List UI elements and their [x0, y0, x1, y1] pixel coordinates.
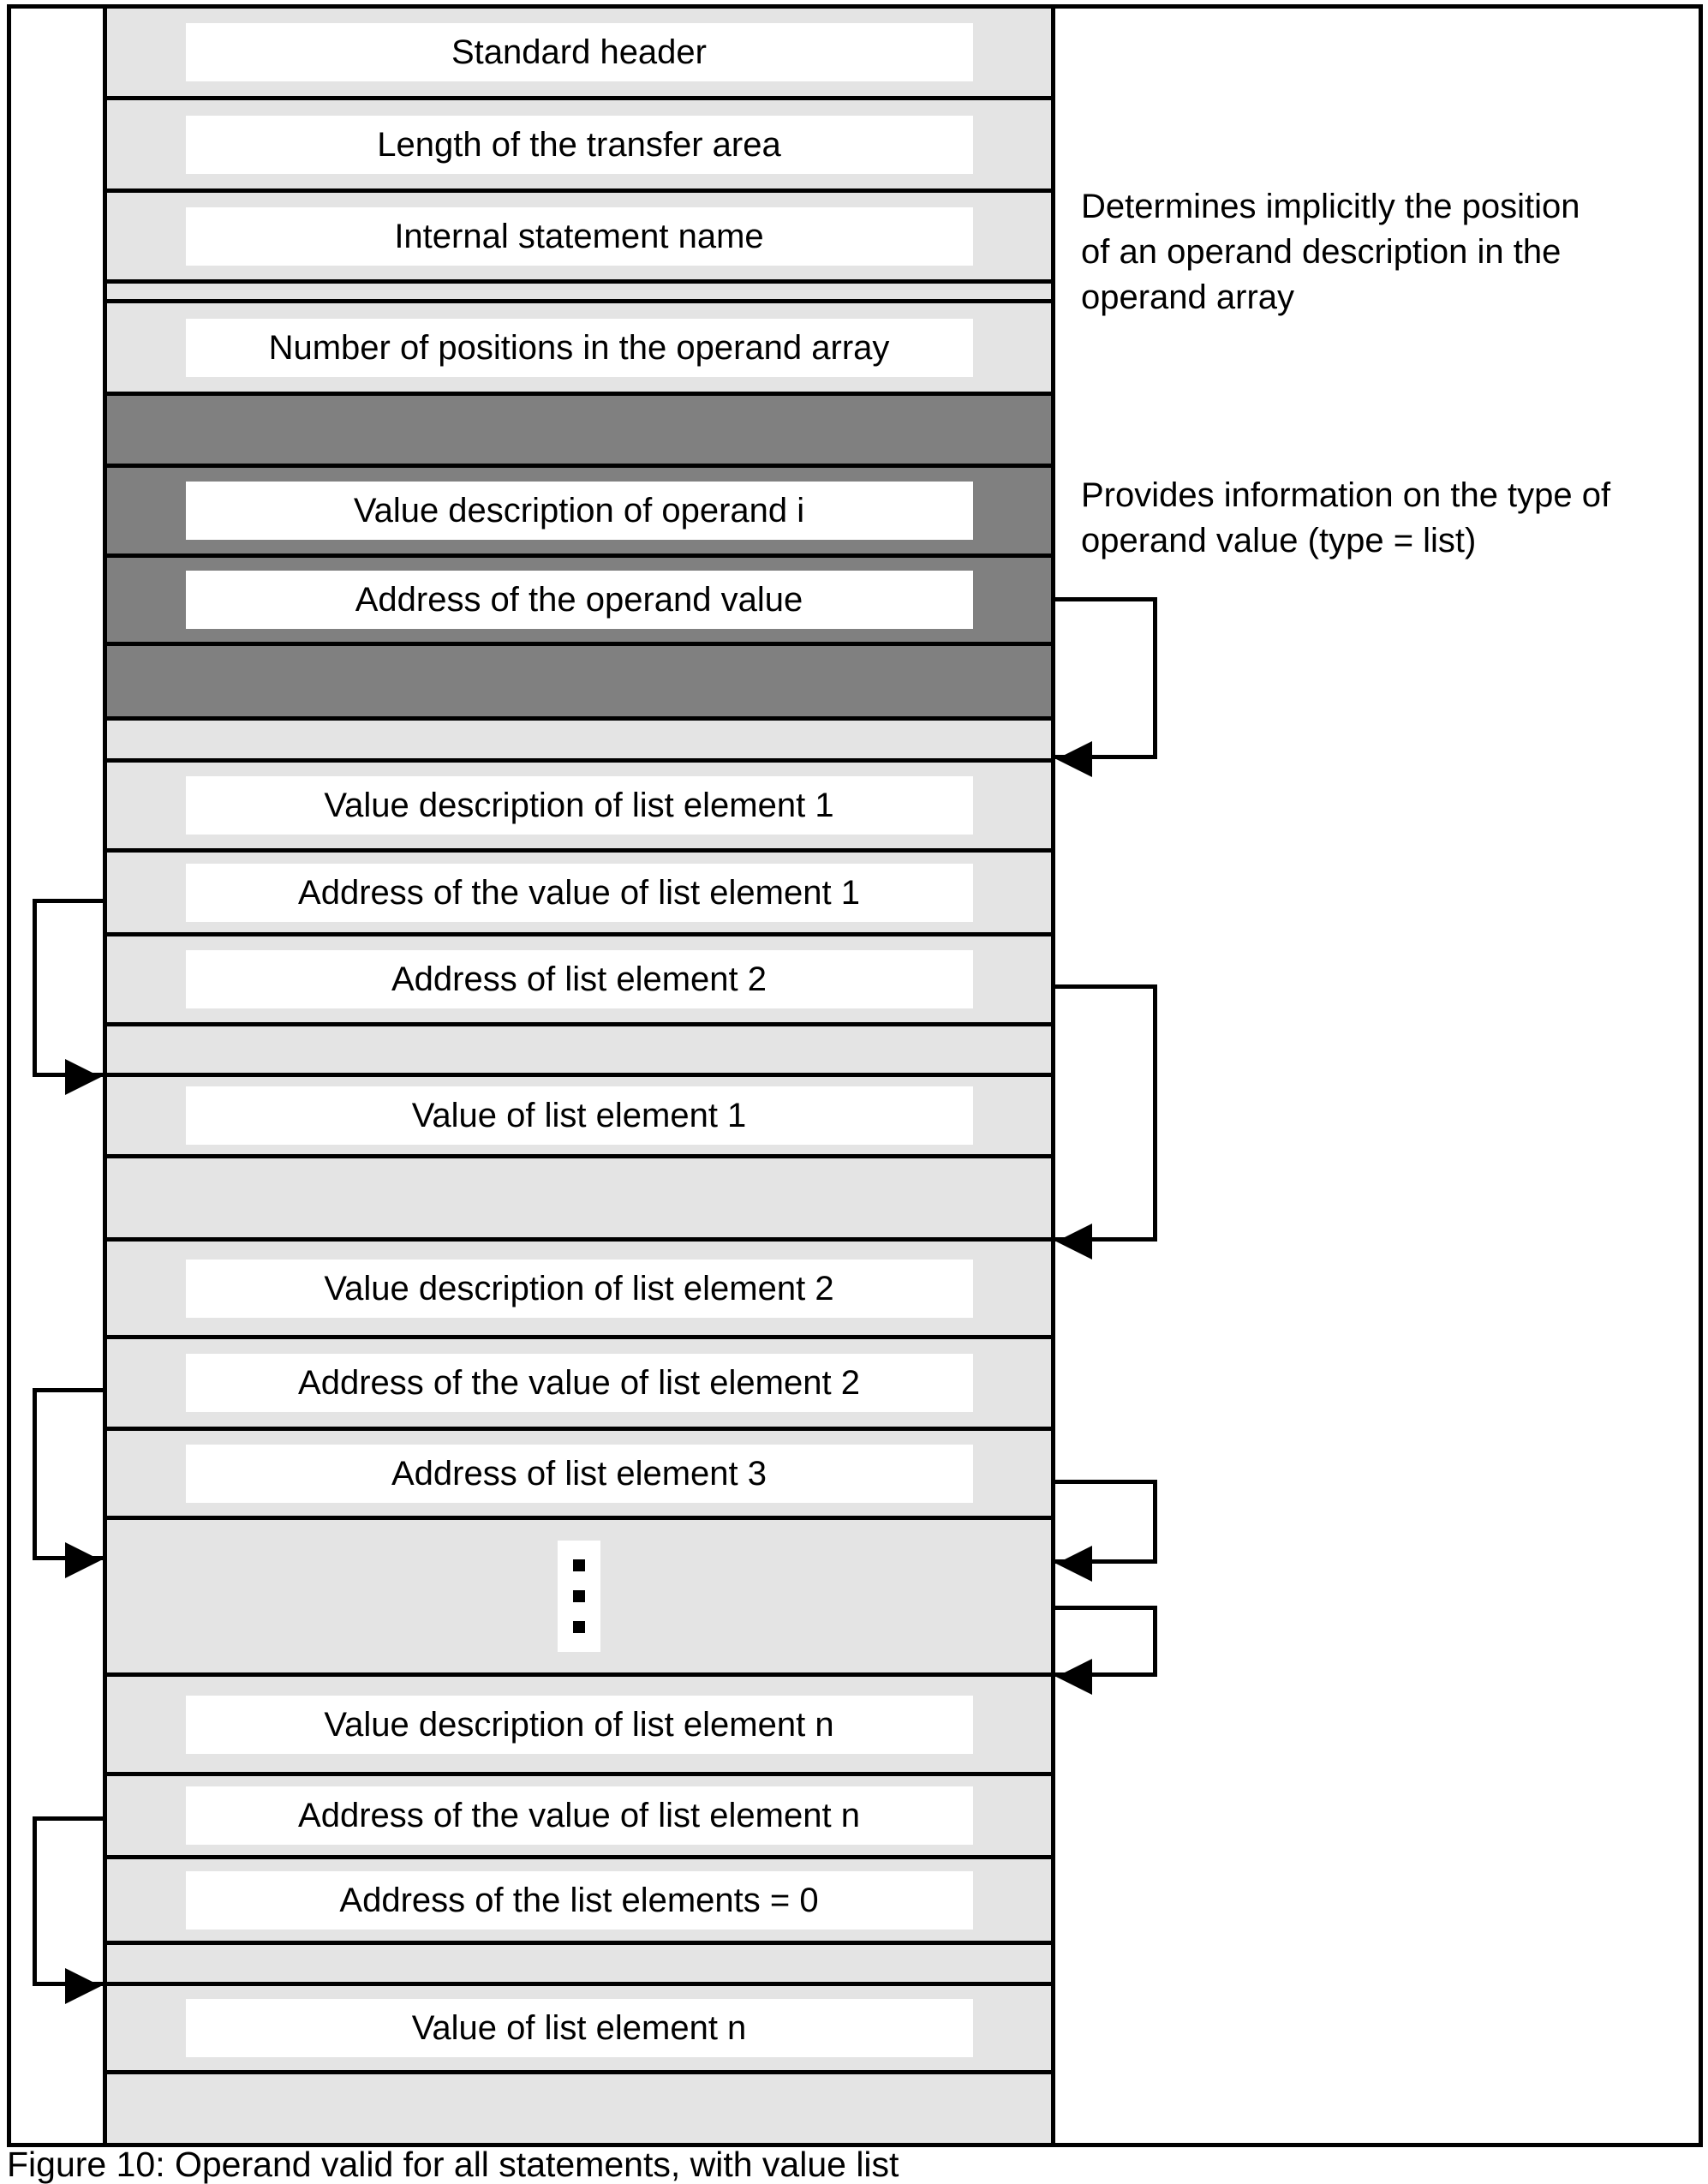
- annotation-line: Determines implicitly the position: [1081, 188, 1580, 225]
- cell-address-of-value-of-list-element-2: Address of the value of list element 2: [107, 1339, 1051, 1431]
- cell-label: Address of the operand value: [185, 571, 973, 629]
- cell-address-of-value-of-list-element-1: Address of the value of list element 1: [107, 853, 1051, 936]
- cell-spacer: [107, 721, 1051, 763]
- arrow-address-list-element-n: [1054, 1606, 1157, 1677]
- annotation-value-description: Provides information on the type of oper…: [1081, 473, 1701, 564]
- cell-label: Address of the value of list element n: [185, 1786, 973, 1845]
- cell-operand-array-spacer-bottom: [107, 646, 1051, 721]
- arrowhead-right-icon: [65, 1968, 101, 2004]
- cell-spacer: [107, 1158, 1051, 1242]
- cell-label: Value description of operand i: [185, 482, 973, 540]
- annotation-line: operand value (type = list): [1081, 522, 1477, 559]
- arrowhead-left-icon: [1056, 1546, 1092, 1582]
- annotation-line: operand array: [1081, 278, 1295, 316]
- arrow-value-of-list-element-1: [33, 899, 103, 1077]
- cell-address-of-operand-value: Address of the operand value: [107, 558, 1051, 646]
- cell-value-description-of-operand-i: Value description of operand i: [107, 468, 1051, 558]
- cell-value-description-of-list-element-1: Value description of list element 1: [107, 763, 1051, 853]
- cell-label: Value description of list element n: [185, 1695, 973, 1754]
- cell-label: Standard header: [185, 23, 973, 81]
- arrow-operand-value-to-list-block: [1054, 597, 1157, 759]
- ellipsis-dots: [558, 1541, 600, 1652]
- cell-value-description-of-list-element-n: Value description of list element n: [107, 1677, 1051, 1776]
- arrow-address-list-element-3: [1054, 1480, 1157, 1564]
- cell-label: Address of list element 2: [185, 950, 973, 1008]
- cell-label: Value description of list element 1: [185, 776, 973, 835]
- cell-ellipsis: [107, 1520, 1051, 1677]
- cell-label: Value of list element 1: [185, 1086, 973, 1145]
- dot-icon: [573, 1559, 585, 1571]
- cell-address-of-value-of-list-element-n: Address of the value of list element n: [107, 1776, 1051, 1859]
- cell-label: Length of the transfer area: [185, 115, 973, 174]
- cell-label: Address of the value of list element 1: [185, 863, 973, 922]
- cell-spacer: [107, 2074, 1051, 2147]
- memory-stack: Standard header Length of the transfer a…: [103, 9, 1055, 2147]
- arrow-value-of-list-element-2: [33, 1388, 103, 1560]
- annotation-line: Provides information on the type of: [1081, 476, 1611, 514]
- cell-address-of-list-element-2: Address of list element 2: [107, 936, 1051, 1026]
- annotation-line: of an operand description in the: [1081, 233, 1562, 271]
- cell-spacer: [107, 284, 1051, 303]
- arrowhead-right-icon: [65, 1542, 101, 1578]
- cell-spacer: [107, 1945, 1051, 1986]
- cell-value-of-list-element-1: Value of list element 1: [107, 1077, 1051, 1158]
- cell-length-of-transfer-area: Length of the transfer area: [107, 100, 1051, 193]
- cell-address-of-list-elements-zero: Address of the list elements = 0: [107, 1859, 1051, 1945]
- arrowhead-right-icon: [65, 1059, 101, 1095]
- arrowhead-left-icon: [1056, 1659, 1092, 1695]
- cell-standard-header: Standard header: [107, 9, 1051, 100]
- cell-spacer: [107, 1026, 1051, 1077]
- cell-value-description-of-list-element-2: Value description of list element 2: [107, 1242, 1051, 1339]
- cell-label: Value of list element n: [185, 1999, 973, 2057]
- cell-label: Address of the list elements = 0: [185, 1870, 973, 1930]
- cell-value-of-list-element-n: Value of list element n: [107, 1986, 1051, 2074]
- dot-icon: [573, 1621, 585, 1633]
- annotation-operand-array: Determines implicitly the position of an…: [1081, 184, 1701, 320]
- cell-label: Number of positions in the operand array: [185, 318, 973, 377]
- arrowhead-left-icon: [1056, 741, 1092, 777]
- cell-address-of-list-element-3: Address of list element 3: [107, 1431, 1051, 1520]
- figure-caption: Figure 10: Operand valid for all stateme…: [7, 2145, 899, 2184]
- dot-icon: [573, 1590, 585, 1602]
- cell-operand-array-spacer-top: [107, 396, 1051, 468]
- cell-label: Address of list element 3: [185, 1444, 973, 1503]
- arrow-address-list-element-2: [1054, 984, 1157, 1242]
- cell-label: Internal statement name: [185, 206, 973, 266]
- arrow-value-of-list-element-n: [33, 1816, 103, 1986]
- cell-label: Address of the value of list element 2: [185, 1354, 973, 1412]
- cell-number-of-positions: Number of positions in the operand array: [107, 303, 1051, 396]
- cell-label: Value description of list element 2: [185, 1259, 973, 1318]
- arrowhead-left-icon: [1056, 1224, 1092, 1260]
- cell-internal-statement-name: Internal statement name: [107, 193, 1051, 284]
